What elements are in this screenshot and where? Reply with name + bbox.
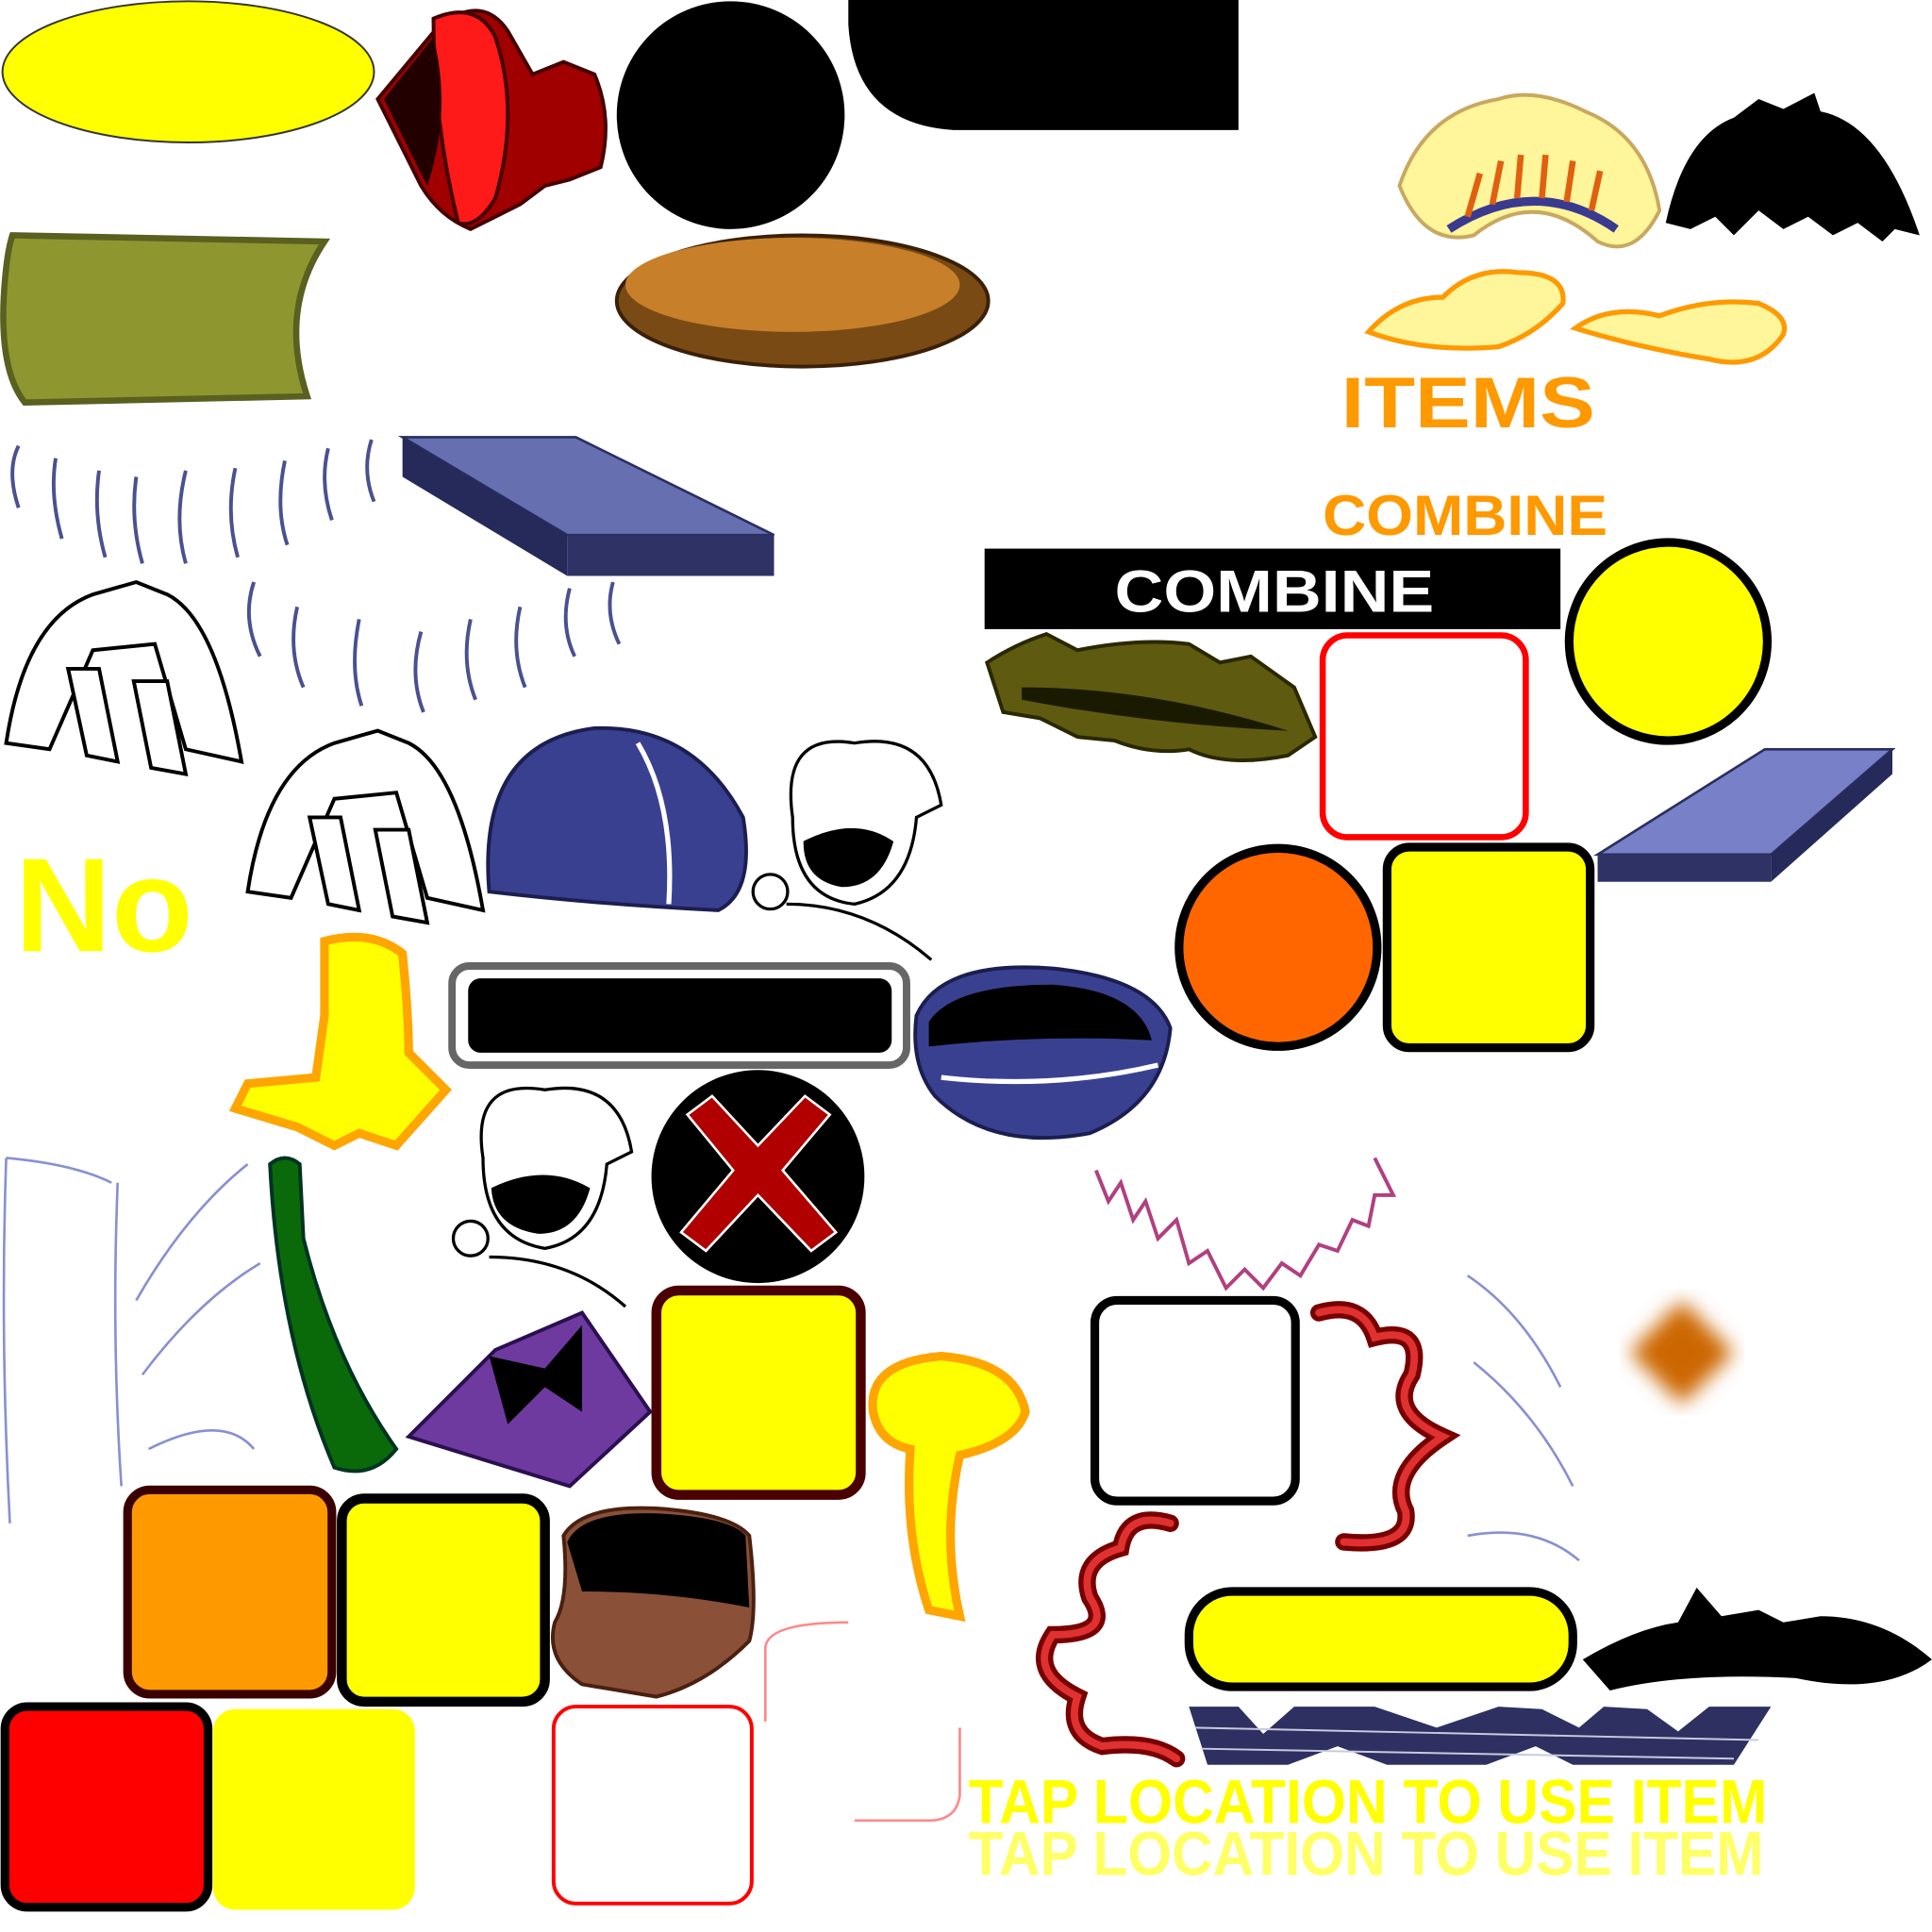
brown-plate-sprite — [614, 233, 991, 369]
yellow-cloud-sprite — [1364, 269, 1566, 351]
empty-slot-black[interactable] — [1090, 1295, 1300, 1506]
yellow-hand-sprite — [228, 932, 452, 1151]
navy-logo-sprite — [1189, 1707, 1772, 1765]
yellow-slot-plain[interactable] — [212, 1708, 415, 1910]
blue-slab-sprite — [397, 436, 775, 576]
olive-leaf-sprite — [984, 632, 1318, 762]
red-slot[interactable] — [0, 1702, 213, 1912]
red-worm-sprite — [1036, 1301, 1461, 1768]
blue-cap-sprite — [486, 725, 748, 912]
close-button[interactable] — [651, 1070, 865, 1284]
orange-diamond-glow-sprite — [1629, 1300, 1734, 1405]
no-label: No — [15, 831, 193, 980]
yellow-slot-black[interactable] — [337, 1493, 550, 1707]
yellow-square-button[interactable] — [1382, 842, 1595, 1053]
brown-hand-sprite — [550, 1506, 756, 1699]
combine-button-label: COMBINE — [1115, 559, 1435, 625]
purple-shape-sprite — [405, 1310, 653, 1489]
yellow-oval-sprite — [1, 0, 375, 143]
feather-mask-sprite — [751, 740, 943, 961]
pink-zigzag-sprite — [1094, 1157, 1397, 1291]
black-panel-sprite — [848, 0, 1239, 130]
black-wing-sprite — [1582, 1588, 1932, 1690]
empty-slot-red[interactable] — [1319, 632, 1529, 841]
black-circle-sprite — [616, 1, 845, 229]
combine-button[interactable]: COMBINE — [984, 548, 1561, 629]
legs-outline-sprite-2 — [245, 728, 486, 925]
black-hair-sprite — [1665, 92, 1920, 242]
yellow-slot-darkred[interactable] — [651, 1285, 866, 1500]
tap-hint-text-faded: TAP LOCATION TO USE ITEM — [969, 1820, 1764, 1889]
yellow-circle-button[interactable] — [1564, 538, 1772, 745]
green-stick-sprite — [268, 1156, 399, 1474]
blue-hair-strokes-sprite — [10, 439, 622, 713]
yellow-cone-sprite — [868, 1351, 1030, 1623]
close-x-icon — [679, 1094, 839, 1253]
orange-slot[interactable] — [123, 1485, 337, 1699]
feather-headdress-sprite — [1397, 92, 1662, 249]
legs-outline-sprite — [4, 579, 244, 776]
blue-slab-sprite-2 — [1592, 747, 1896, 882]
olive-banner-sprite — [0, 232, 331, 406]
feather-mask-sprite-2 — [451, 1086, 634, 1308]
red-horn-sprite — [375, 8, 608, 232]
yellow-pill-button[interactable] — [1184, 1587, 1577, 1691]
black-bar-sprite — [448, 962, 910, 1069]
pink-corner-line — [764, 1621, 961, 1823]
blue-sketch-lines-sprite — [2, 1157, 1580, 1562]
items-label: ITEMS — [1341, 363, 1595, 443]
orange-circle-button[interactable] — [1174, 843, 1382, 1051]
combine-label-orange: COMBINE — [1323, 483, 1607, 547]
yellow-cloud-sprite-2 — [1570, 299, 1788, 365]
empty-slot-red-2[interactable] — [551, 1705, 754, 1906]
tap-hint-text: TAP LOCATION TO USE ITEM — [969, 1767, 1768, 1836]
blue-bowl-sprite — [913, 965, 1173, 1141]
